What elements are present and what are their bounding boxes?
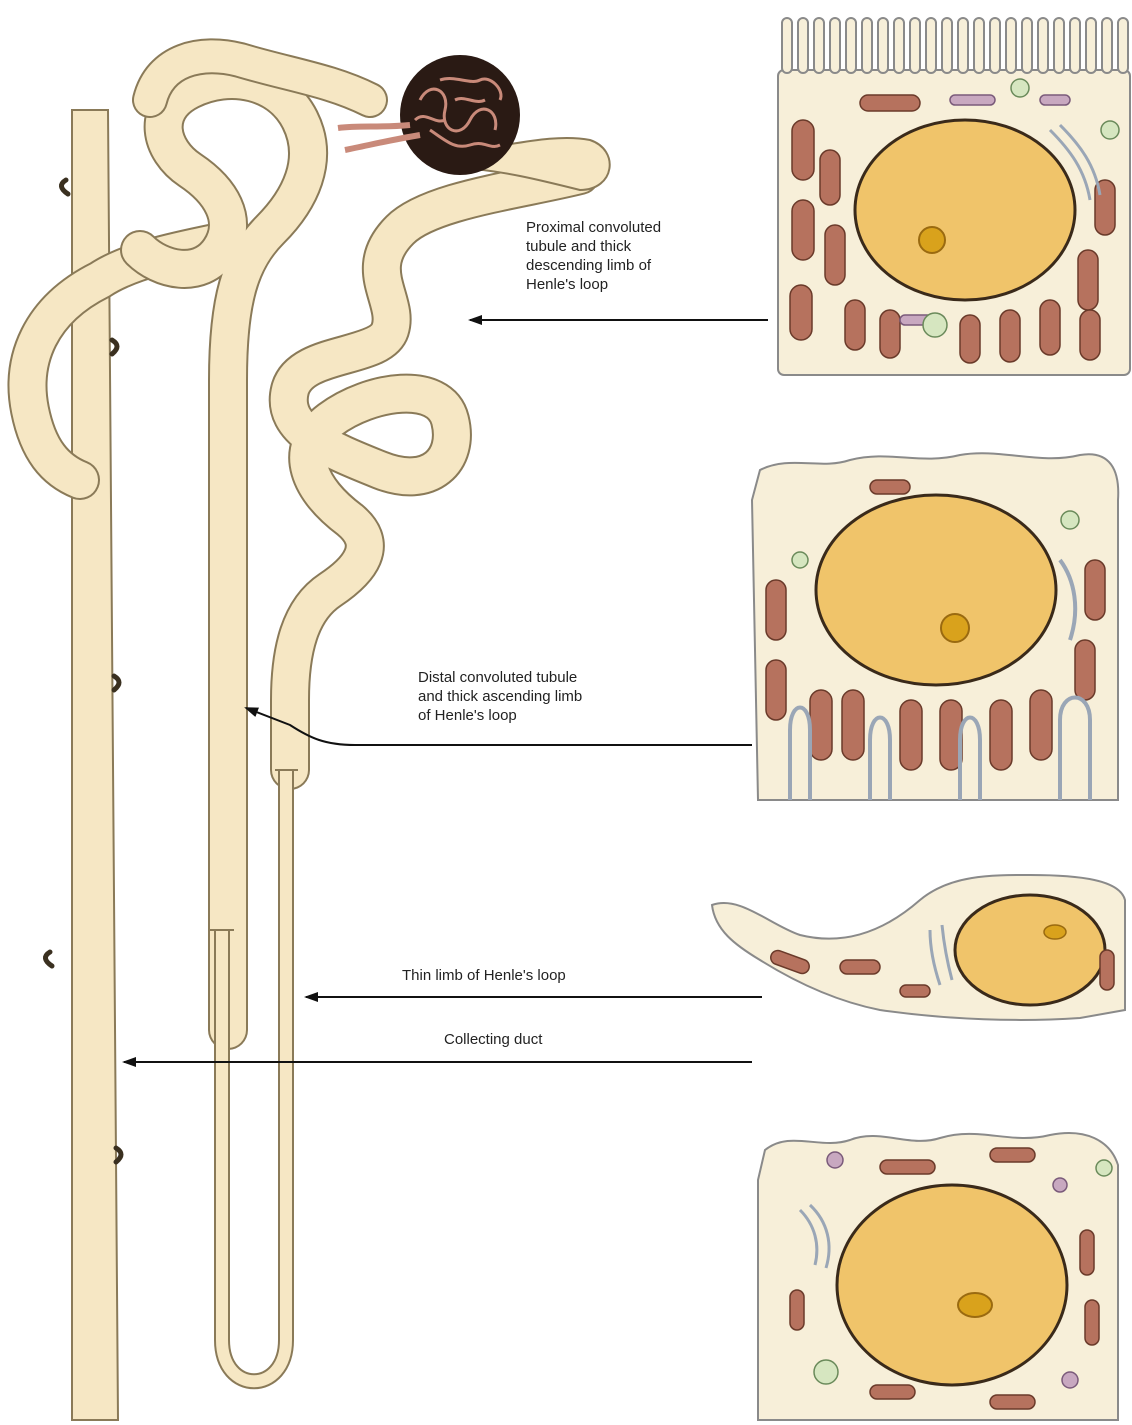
thin-limb-cell-illustration [712, 875, 1125, 1020]
label-thin-limb: Thin limb of Henle's loop [402, 966, 566, 985]
glomerulus [400, 55, 520, 175]
distal-cell-illustration [752, 453, 1118, 800]
nucleolus [919, 227, 945, 253]
nucleus [955, 895, 1105, 1005]
brush-border [782, 18, 1128, 73]
nucleus [816, 495, 1056, 685]
nucleolus [941, 614, 969, 642]
nucleus [855, 120, 1075, 300]
proximal-cell-illustration [778, 18, 1130, 375]
distal-tubule [140, 56, 370, 1030]
nucleolus [1044, 925, 1066, 939]
nucleus [837, 1185, 1067, 1385]
nucleolus [958, 1293, 992, 1317]
label-collecting-duct: Collecting duct [444, 1030, 542, 1049]
collecting-duct-cell-illustration [758, 1133, 1118, 1420]
label-proximal-tubule: Proximal convoluted tubule and thick des… [526, 218, 661, 294]
renal-corpuscle [338, 55, 610, 190]
label-distal-tubule: Distal convoluted tubule and thick ascen… [418, 668, 582, 725]
